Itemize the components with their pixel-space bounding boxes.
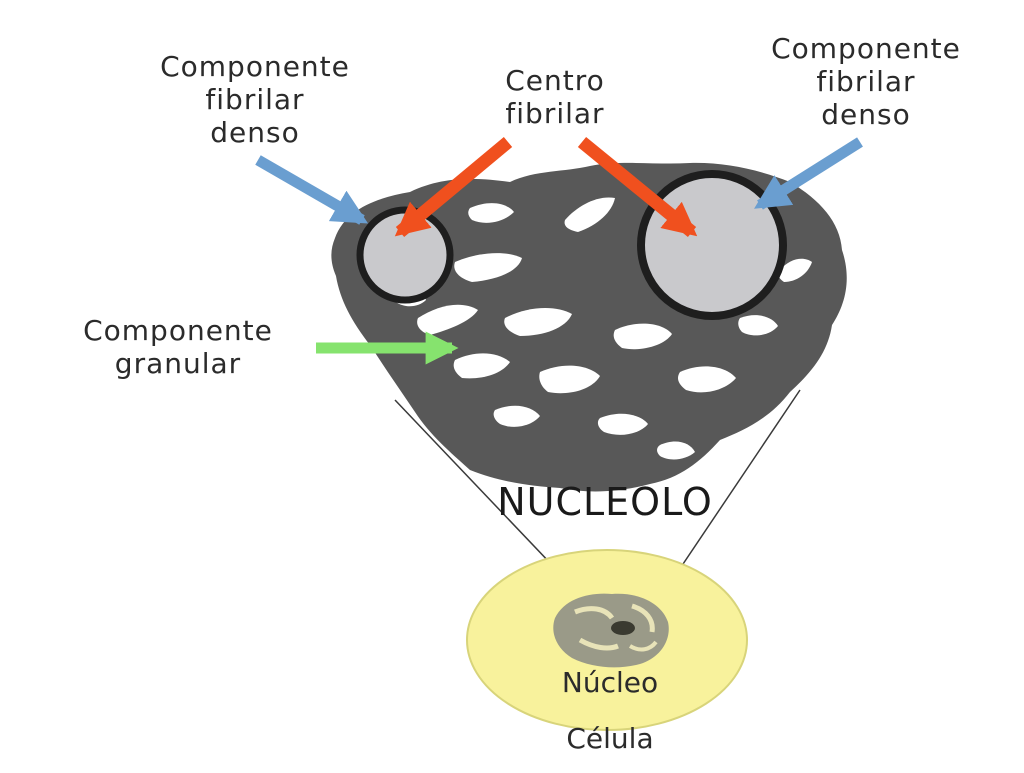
label-granular: Componente granular: [83, 314, 273, 381]
label-nucleus: Núcleo: [561, 666, 659, 699]
label-cell: Célula: [566, 722, 654, 755]
label-fibrillar-dense-right: Componente fibrilar denso: [771, 32, 961, 132]
fibrillar-center-right: [637, 170, 787, 320]
nucleolus-dot: [611, 621, 635, 635]
arrow-fibrillar-center-left: [394, 137, 513, 237]
arrow-fibrillar-center-right: [577, 136, 698, 238]
label-fibrillar-dense-left: Componente fibrilar denso: [160, 50, 350, 150]
label-nucleolus: NUCLEOLO: [497, 480, 713, 524]
arrow-fibrillar-dense-left: [255, 155, 369, 225]
nucleus: [553, 593, 669, 668]
arrow-fibrillar-dense-right: [754, 137, 863, 210]
label-fibrillar-center: Centro fibrilar: [505, 64, 605, 131]
